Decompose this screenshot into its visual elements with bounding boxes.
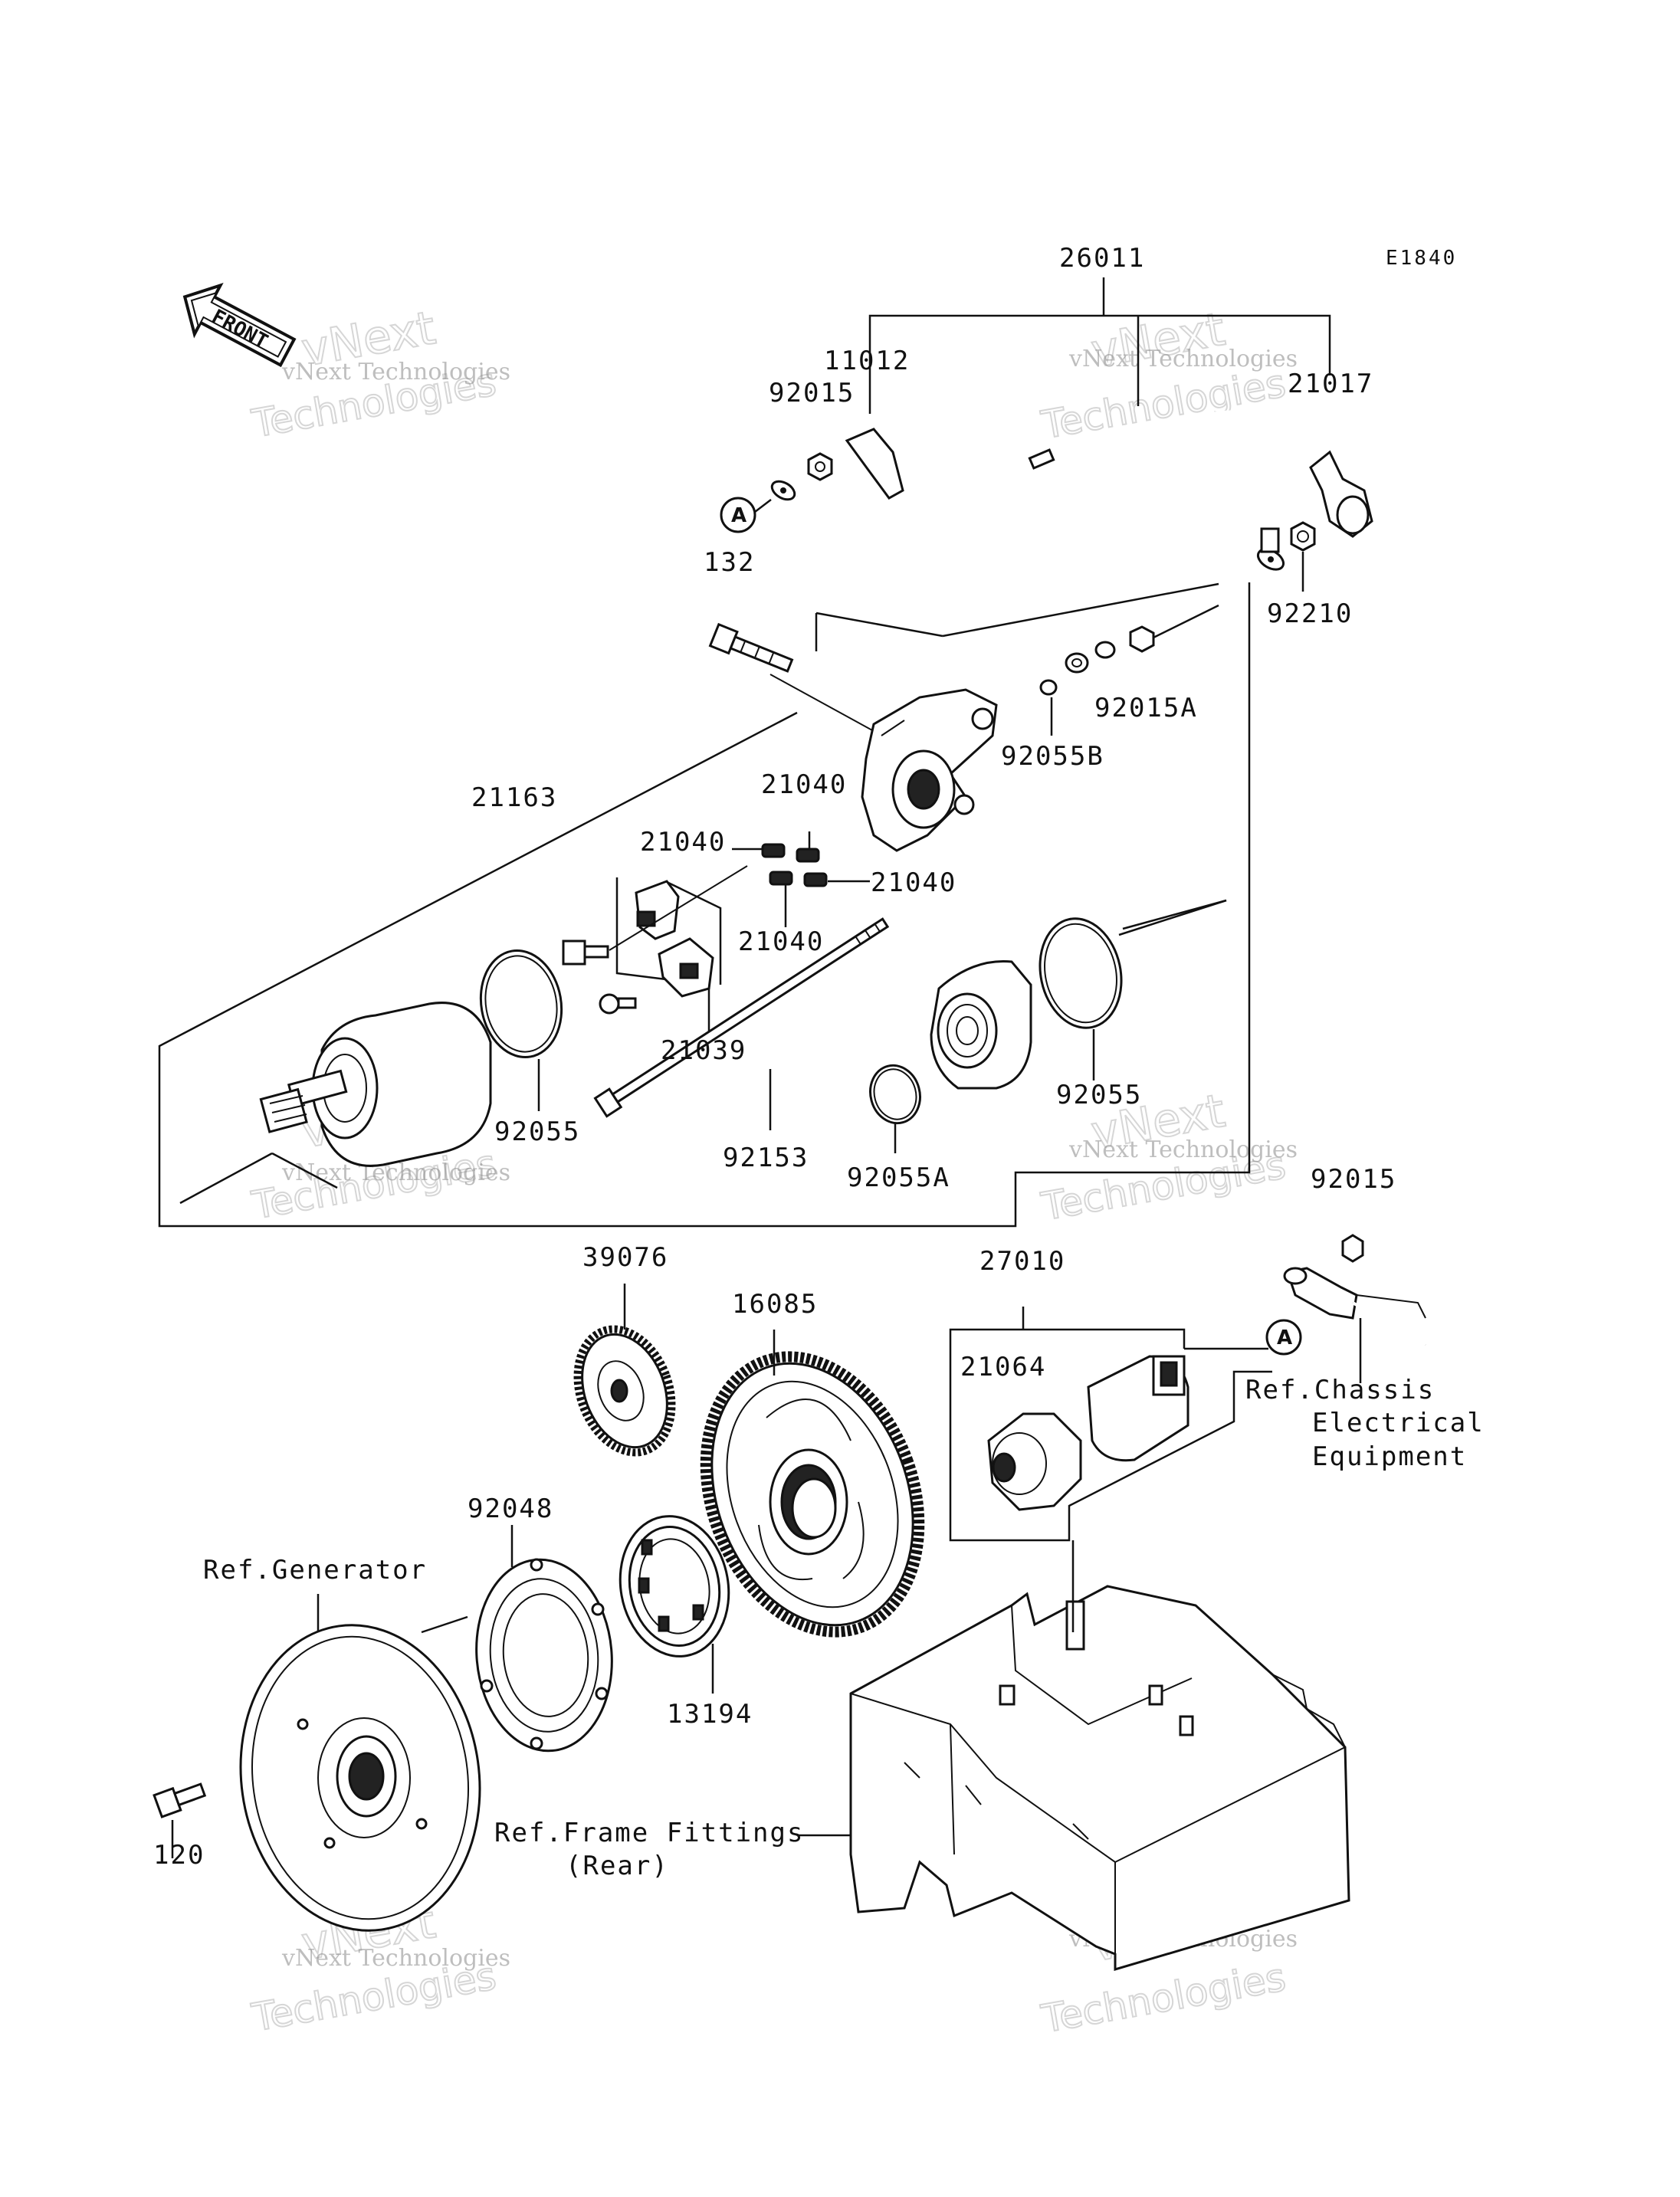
label-92055B: 92055B: [1001, 741, 1104, 772]
ref-generator: Ref.Generator: [203, 1555, 427, 1585]
callout-a-letter: A: [731, 504, 746, 527]
ref-frame-line2: (Rear): [566, 1851, 669, 1881]
label-21017: 21017: [1288, 369, 1373, 399]
label-92055-left: 92055: [494, 1117, 580, 1147]
callout-a-letter: A: [1277, 1326, 1292, 1349]
front-cover: [930, 959, 1032, 1090]
label-132: 132: [704, 547, 755, 578]
callout-a-top: A: [720, 497, 772, 533]
relay-cover-21064: [987, 1412, 1082, 1511]
label-120: 120: [153, 1840, 205, 1871]
spring-21040-c: [769, 871, 793, 886]
watermark-small: vNext Technologies: [281, 1945, 510, 1972]
diagram-code: E1840: [1386, 247, 1457, 270]
spring-21040-a: [761, 843, 786, 858]
label-27010: 27010: [979, 1246, 1065, 1277]
label-92055-right: 92055: [1056, 1080, 1142, 1110]
label-92153: 92153: [723, 1143, 809, 1173]
label-11012: 11012: [824, 346, 910, 376]
ref-chassis-line1: Ref.Chassis: [1245, 1375, 1435, 1405]
yoke-21163: [259, 1002, 492, 1167]
watermark-small: vNext Technologies: [1068, 346, 1298, 372]
clutch-13194: [619, 1515, 730, 1658]
label-26011: 26011: [1059, 243, 1145, 274]
label-92055A: 92055A: [847, 1162, 950, 1193]
ref-chassis-line2: Electrical: [1312, 1408, 1485, 1438]
label-21040-bottom: 21040: [738, 926, 824, 957]
label-92048: 92048: [468, 1494, 553, 1524]
watermark-small: vNext Technologies: [281, 1159, 510, 1186]
label-92015A: 92015A: [1094, 693, 1198, 723]
watermark-small: vNext Technologies: [1068, 1136, 1298, 1163]
label-21040-right: 21040: [871, 867, 956, 898]
label-21040-top: 21040: [761, 769, 847, 800]
watermark-big-2: Technologies: [1038, 1955, 1288, 2041]
starter-gear-16085: [700, 1351, 925, 1638]
ref-chassis-line3: Equipment: [1312, 1441, 1467, 1472]
label-92015-mid: 92015: [1311, 1164, 1396, 1195]
battery-case: [849, 1585, 1350, 1972]
nut-92015-top: [807, 452, 833, 481]
label-21039: 21039: [661, 1035, 746, 1066]
bolt-120: [153, 1782, 207, 1818]
ref-frame-line1: Ref.Frame Fittings: [494, 1818, 804, 1848]
label-39076: 39076: [582, 1242, 668, 1273]
end-cover: [861, 688, 998, 852]
plate-92048: [475, 1558, 613, 1753]
label-21064: 21064: [960, 1352, 1046, 1382]
spring-21040-d: [803, 872, 828, 887]
label-92015-top: 92015: [769, 378, 855, 408]
label-21040-left: 21040: [640, 827, 726, 857]
relay-27010: [1087, 1355, 1189, 1462]
label-92210: 92210: [1267, 598, 1353, 629]
label-13194: 13194: [667, 1699, 753, 1730]
generator-rotor: [239, 1624, 481, 1932]
bolt-132: [708, 622, 794, 673]
idle-gear-39076: [573, 1325, 676, 1457]
watermark-small: vNext Technologies: [281, 359, 510, 385]
label-21163: 21163: [471, 782, 557, 813]
spring-21040-b: [796, 848, 820, 863]
front-arrow-icon: FRONT: [182, 283, 297, 368]
callout-a-relay: A: [1265, 1319, 1302, 1356]
long-bolt-92153: [593, 917, 890, 1118]
label-16085: 16085: [732, 1289, 818, 1320]
